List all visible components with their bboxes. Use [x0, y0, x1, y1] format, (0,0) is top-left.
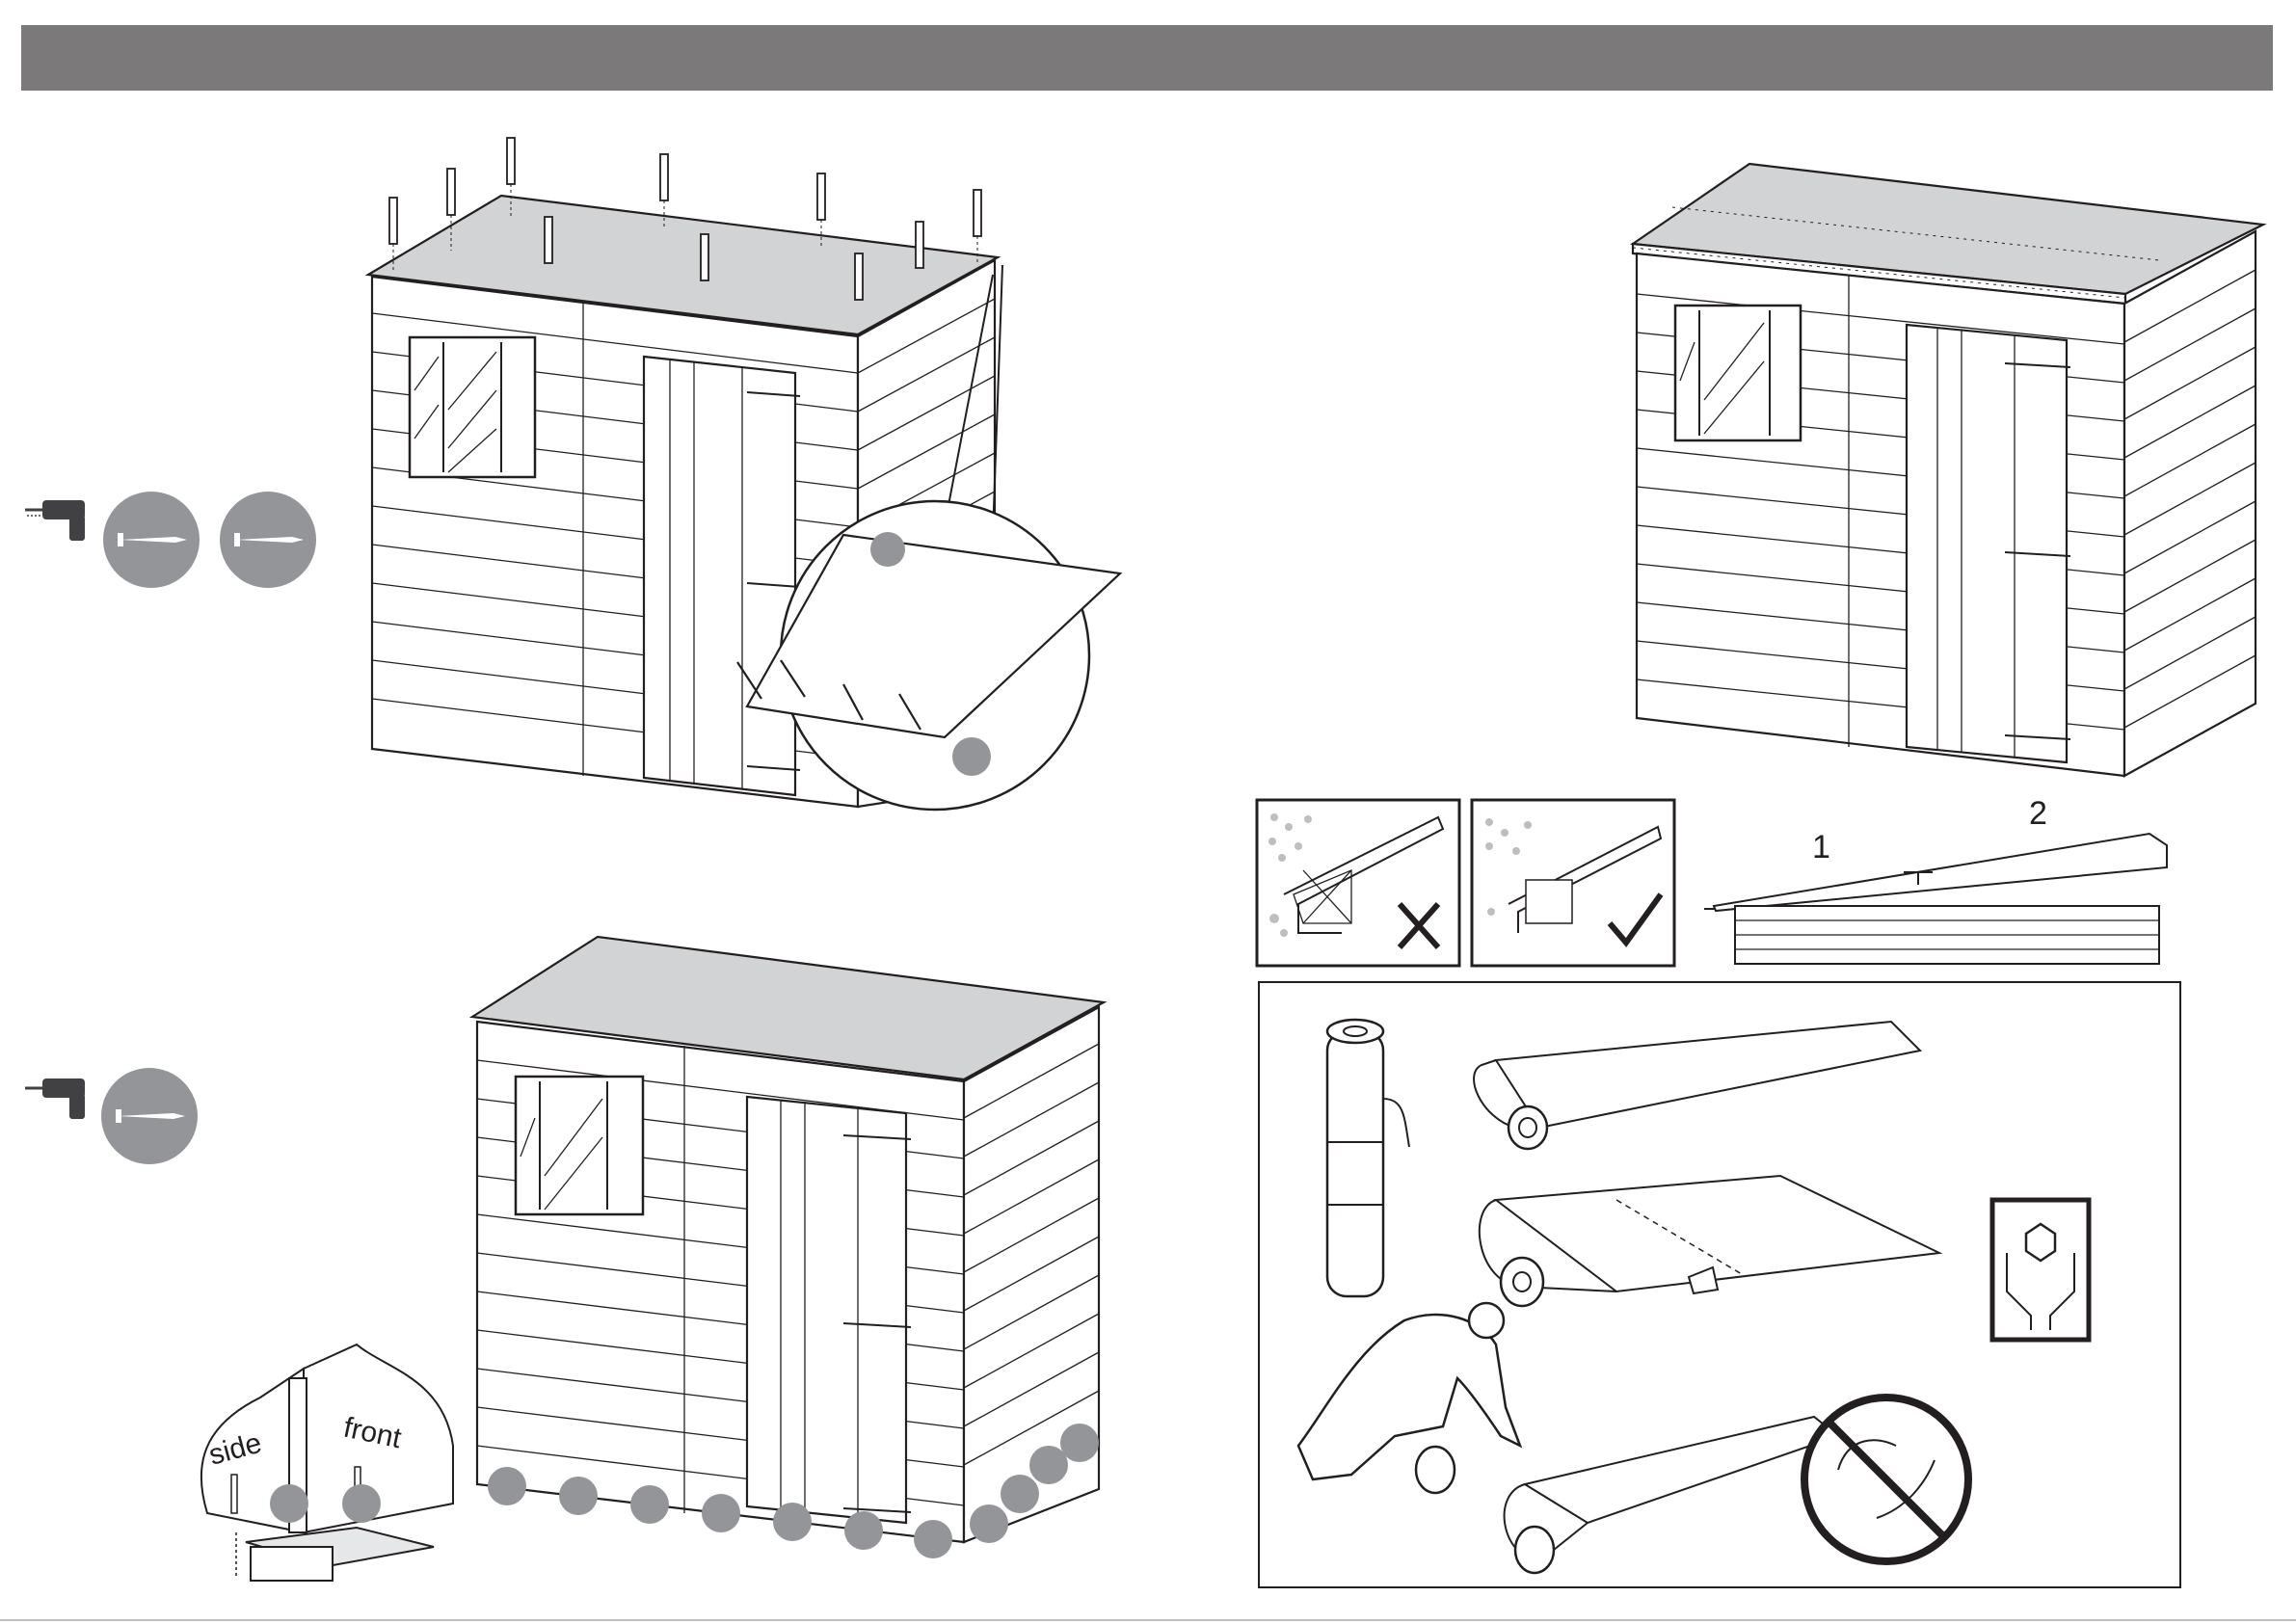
grey-dot-marker [342, 1484, 381, 1523]
grey-dot-marker [773, 1503, 812, 1541]
shed-finished-illustration [1619, 159, 2275, 785]
grey-dot-marker [1029, 1446, 1068, 1484]
grey-dot-marker [870, 532, 905, 567]
grey-dot-marker [630, 1485, 669, 1524]
grey-dot-marker [1060, 1424, 1099, 1462]
handle-with-care-icon [1992, 1200, 2089, 1340]
screw-icon [220, 492, 316, 588]
screw-icon [101, 1068, 198, 1164]
grey-dot-marker [844, 1511, 883, 1550]
drill-icon [25, 500, 85, 541]
felt-roll-unrolling [1474, 1022, 1920, 1149]
person-unrolling-felt [1298, 1303, 1838, 1573]
felt-handling-instructions-box [1258, 981, 2181, 1588]
grey-dot-marker [1001, 1475, 1039, 1513]
felt-roll-upright [1327, 1020, 1409, 1296]
grey-dot-marker [702, 1494, 740, 1532]
drill-icon [25, 1078, 85, 1119]
felt-roll-cutting [1480, 1176, 1939, 1306]
felt-overlap-correct-diagram [1470, 798, 1676, 968]
grey-dot-marker [559, 1477, 598, 1515]
screw-icon [103, 492, 200, 588]
shed-roof-fixing-illustration [357, 120, 1128, 814]
bottom-rule [0, 1619, 2296, 1621]
step-a-tools [21, 487, 330, 593]
grey-dot-marker [952, 737, 991, 776]
corner-detail-illustration: side front [193, 1340, 467, 1590]
felt-piece-number-2: 2 [2029, 795, 2047, 832]
felt-overlap-wrong-diagram [1255, 798, 1461, 968]
felt-sequence-diagram: 1 2 [1696, 795, 2178, 969]
grey-dot-marker [914, 1520, 952, 1558]
prohibition-icon [1804, 1398, 1968, 1561]
header-bar [21, 25, 2273, 91]
felt-piece-number-1: 1 [1812, 829, 1830, 865]
grey-dot-marker [970, 1504, 1008, 1543]
step-c-tools [21, 1065, 214, 1171]
grey-dot-marker [488, 1467, 526, 1505]
grey-dot-marker [270, 1484, 308, 1523]
